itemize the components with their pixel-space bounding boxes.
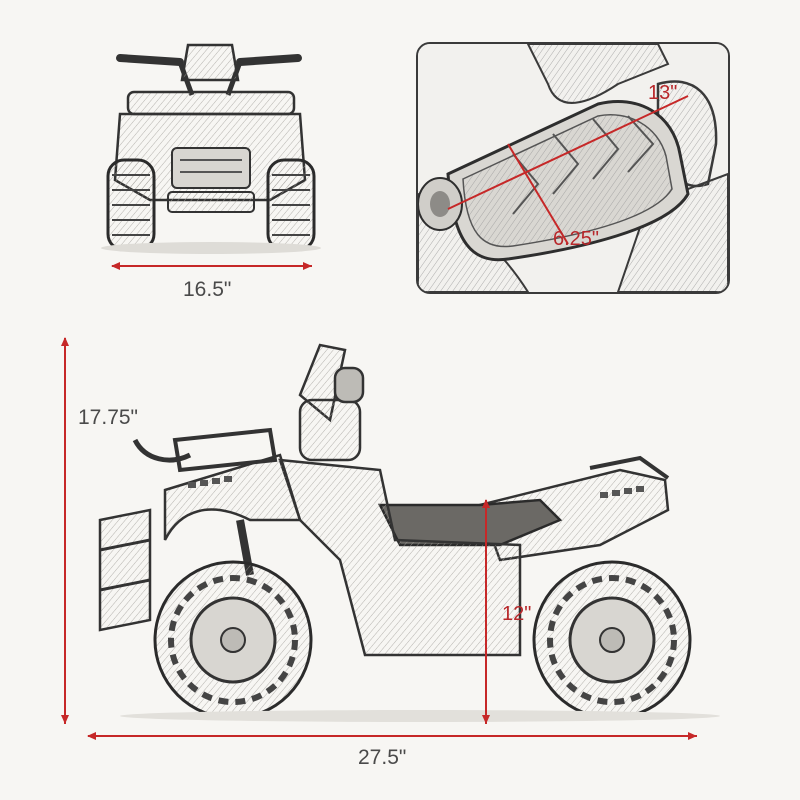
front-wheel [153, 560, 313, 720]
front-width-label: 16.5" [183, 278, 232, 301]
overall-height-label: 17.75" [78, 406, 139, 429]
rear-wheel [532, 560, 692, 720]
seat-height-label: 12" [502, 603, 532, 625]
side-view-atv [98, 343, 670, 657]
overall-length-label: 27.5" [358, 746, 407, 769]
front-view-atv [101, 43, 321, 254]
seat-closeup-inset [416, 42, 730, 294]
seat-closeup-sketch [418, 44, 728, 292]
seat-length-label: 13" [648, 82, 678, 104]
seat-width-label: 6.25" [553, 228, 600, 250]
